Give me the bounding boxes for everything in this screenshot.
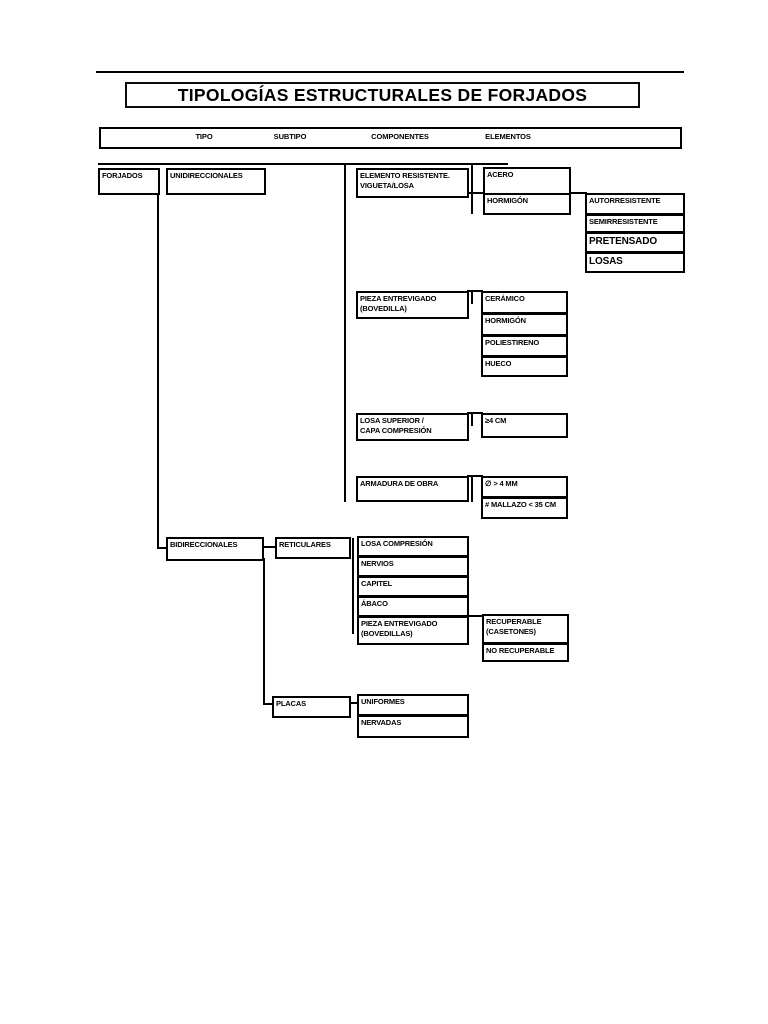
node-mallazo-menor-35cm: # MALLAZO < 35 CM (481, 497, 568, 519)
connector-bidireccionales-stub (157, 547, 168, 549)
node-recuperable-casetones: RECUPERABLE (CASETONES) (482, 614, 569, 644)
node-losa-superior: LOSA SUPERIOR / CAPA COMPRESIÓN (356, 413, 469, 441)
connector-bidireccionales-drop (263, 558, 265, 705)
connector-top-rule (96, 71, 684, 73)
page-title: TIPOLOGÍAS ESTRUCTURALES DE FORJADOS (177, 84, 588, 105)
connector-tree-top-line (98, 163, 508, 165)
node-ceramico: CERÁMICO (481, 291, 568, 314)
node-autorresistente: AUTORRESISTENTE (585, 193, 685, 215)
node-reticulares: RETICULARES (275, 537, 351, 559)
node-semirresistente: SEMIRRESISTENTE (585, 214, 685, 233)
connector-pieza-stub (467, 290, 483, 292)
connector-losa-superior-stub (467, 412, 483, 414)
column-header-bar (99, 127, 682, 149)
connector-forjados-drop (157, 193, 159, 549)
connector-armadura-stub (467, 475, 483, 477)
column-header-elementos: ELEMENTOS (485, 132, 531, 141)
node-uniformes: UNIFORMES (357, 694, 469, 716)
connector-acero-drop (471, 163, 473, 214)
column-header-tipo: TIPO (195, 132, 213, 141)
diagram-title-box: TIPOLOGÍAS ESTRUCTURALES DE FORJADOS (125, 82, 640, 108)
node-hormigon-bovedilla: HORMIGÓN (481, 313, 568, 336)
node-hueco: HUECO (481, 356, 568, 377)
node-nervios: NERVIOS (357, 556, 469, 577)
connector-placas-stub (263, 703, 274, 705)
connector-uniformes-stub (349, 702, 359, 704)
node-forjados: FORJADOS (98, 168, 160, 195)
connector-reticulares-spine (352, 538, 354, 634)
connector-losa-superior-tick (471, 412, 473, 426)
node-hormigon-vigueta: HORMIGÓN (483, 193, 571, 215)
node-placas: PLACAS (272, 696, 351, 718)
node-nervadas: NERVADAS (357, 715, 469, 738)
node-pretensado: PRETENSADO (585, 232, 685, 253)
node-mayor-igual-4cm: ≥4 CM (481, 413, 568, 438)
connector-reticulares-stub (262, 546, 277, 548)
connector-componentes-spine (344, 163, 346, 502)
column-header-componentes: COMPONENTES (371, 132, 429, 141)
connector-armadura-spine (471, 475, 473, 502)
node-abaco: ÁBACO (357, 596, 469, 617)
connector-pieza-tick (471, 290, 473, 304)
node-capitel: CAPITEL (357, 576, 469, 597)
node-poliestireno: POLIESTIRENO (481, 335, 568, 357)
node-elemento-resistente: ELEMENTO RESISTENTE. VIGUETA/LOSA (356, 168, 469, 198)
node-losas: LOSAS (585, 252, 685, 273)
node-losa-compresion: LOSA COMPRESIÓN (357, 536, 469, 557)
node-bidireccionales: BIDIRECCIONALES (166, 537, 264, 561)
connector-recuperable-stub (467, 615, 484, 617)
node-diametro-mayor-4mm: ∅ > 4 MM (481, 476, 568, 498)
node-no-recuperable: NO RECUPERABLE (482, 643, 569, 662)
node-pieza-entrevigado-bovedilla: PIEZA ENTREVIGADO (BOVEDILLA) (356, 291, 469, 319)
node-acero: ACERO (483, 167, 571, 195)
node-unidireccionales: UNIDIRECCIONALES (166, 168, 266, 195)
node-pieza-entrevigado-bovedillas: PIEZA ENTREVIGADO (BOVEDILLAS) (357, 616, 469, 645)
node-armadura-de-obra: ARMADURA DE OBRA (356, 476, 469, 502)
column-header-subtipo: SUBTIPO (273, 132, 307, 141)
